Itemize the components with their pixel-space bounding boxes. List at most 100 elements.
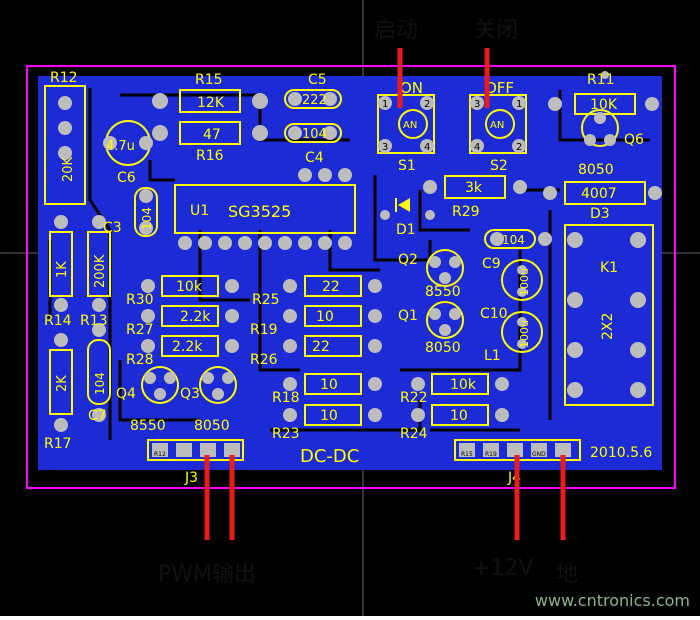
s2-outline <box>469 94 527 154</box>
r24-value: 10 <box>450 408 468 424</box>
r25-value: 22 <box>322 279 340 295</box>
c10-value: 100u <box>518 268 531 296</box>
d1-led-symbol <box>395 198 410 212</box>
svg-text:4: 4 <box>424 142 430 153</box>
r18-value: 10 <box>320 377 338 393</box>
r23-ref: R23 <box>272 426 300 442</box>
r16-ref: R16 <box>196 148 224 164</box>
c9-outline <box>484 229 536 249</box>
c5-outline <box>284 89 342 109</box>
r26-ref: R27 <box>126 322 154 338</box>
r12-ref: R12 <box>50 70 78 86</box>
s1-label: ON <box>400 79 423 97</box>
s2-ref: S2 <box>490 158 508 174</box>
c10b-outline <box>501 311 543 353</box>
j4-pin-label-gnd: GND <box>532 451 546 458</box>
c5-value: 222 <box>302 93 327 108</box>
r30-outline <box>161 275 219 297</box>
r22-outline <box>304 305 362 327</box>
c4-ref: C4 <box>305 150 324 166</box>
c3-outline <box>134 187 158 237</box>
r12-value: 20K <box>61 156 76 182</box>
r27-ref: R26 <box>250 352 278 368</box>
svg-text:2: 2 <box>516 142 522 153</box>
svg-text:1: 1 <box>382 99 388 110</box>
c3-value: 104 <box>140 207 154 230</box>
r15-outline <box>179 89 241 113</box>
svg-text:3: 3 <box>382 142 388 153</box>
r12-outline <box>44 85 86 205</box>
q1-ref: Q1 <box>398 308 418 324</box>
u1-ref: U1 <box>190 203 209 219</box>
pwm-output-callout: PWM输出 <box>158 562 257 587</box>
s1-outline <box>377 94 435 154</box>
q2-ref: Q2 <box>398 252 418 268</box>
s2-knob: AN <box>490 120 504 131</box>
svg-text:1: 1 <box>516 99 522 110</box>
s1-knob: AN <box>403 120 417 131</box>
q2-part: 8550 <box>425 284 461 300</box>
j4-pin-label-1: R15 <box>461 451 473 458</box>
c6-ref: C6 <box>117 170 136 186</box>
r16-outline <box>179 121 241 145</box>
r19-ref: R22 <box>400 390 428 406</box>
r11-outline <box>574 93 636 115</box>
callout-pointers <box>204 48 566 540</box>
connector-pads <box>152 443 571 457</box>
d3-part: 4007 <box>581 186 617 202</box>
board-title: DC-DC <box>300 446 359 467</box>
l1-ref: L1 <box>484 348 501 364</box>
j4-pin-label-2: R19 <box>485 451 497 458</box>
c9-value: 104 <box>502 233 525 247</box>
r22-ref: R19 <box>250 322 278 338</box>
q4-outline <box>141 366 179 404</box>
r30-ref: R30 <box>126 292 154 308</box>
s1-knob-ring <box>398 109 428 139</box>
start-callout: 启动 <box>374 18 419 43</box>
svg-text:4: 4 <box>474 142 480 153</box>
close-callout: 关闭 <box>474 18 519 43</box>
r29-ref: R29 <box>452 204 480 220</box>
c7-outline <box>87 339 111 405</box>
plus-12v-callout: +12V <box>472 556 534 581</box>
pads <box>54 71 662 432</box>
ground-callout: 地 <box>556 562 579 587</box>
s2-label: OFF <box>485 79 514 97</box>
k1-outline <box>564 224 654 406</box>
r11-ref: R11 <box>587 72 615 88</box>
r15-value: 12K <box>197 95 225 111</box>
r16-value: 47 <box>203 127 221 143</box>
u1-part: SG3525 <box>228 202 291 221</box>
s2-knob-ring <box>485 109 515 139</box>
c4-value: 104 <box>302 127 327 142</box>
r15-ref: R15 <box>195 72 223 88</box>
q6-outline <box>581 109 619 147</box>
j3-outline <box>147 439 244 461</box>
r26-value: 2.2k <box>180 309 211 325</box>
r17-value: 2K <box>55 375 70 392</box>
q2-outline <box>426 249 464 287</box>
r26-outline <box>161 305 219 327</box>
svg-text:3: 3 <box>474 99 480 110</box>
k1-ref: K1 <box>600 260 618 276</box>
c10-ref: C10 <box>480 306 508 322</box>
c9-ref: C9 <box>482 256 501 272</box>
r23-value: 10 <box>320 408 338 424</box>
r27-value: 22 <box>312 339 330 355</box>
r29-outline <box>444 175 506 199</box>
r22-value: 10 <box>316 309 334 325</box>
q4-part: 8550 <box>130 418 166 434</box>
r30-value: 10k <box>176 279 203 295</box>
copper-pour <box>38 76 662 470</box>
c10-outline <box>501 259 543 301</box>
switch-pin-numbers: 1 2 3 4 3 1 4 2 <box>382 99 522 153</box>
q3-part: 8050 <box>194 418 230 434</box>
r19-outline <box>431 373 489 395</box>
q1-part: 8050 <box>425 340 461 356</box>
svg-text:2: 2 <box>424 99 430 110</box>
r29-value: 3k <box>465 180 483 196</box>
c4-outline <box>284 123 342 143</box>
r24-ref: R24 <box>400 426 428 442</box>
r13-outline <box>87 231 111 297</box>
